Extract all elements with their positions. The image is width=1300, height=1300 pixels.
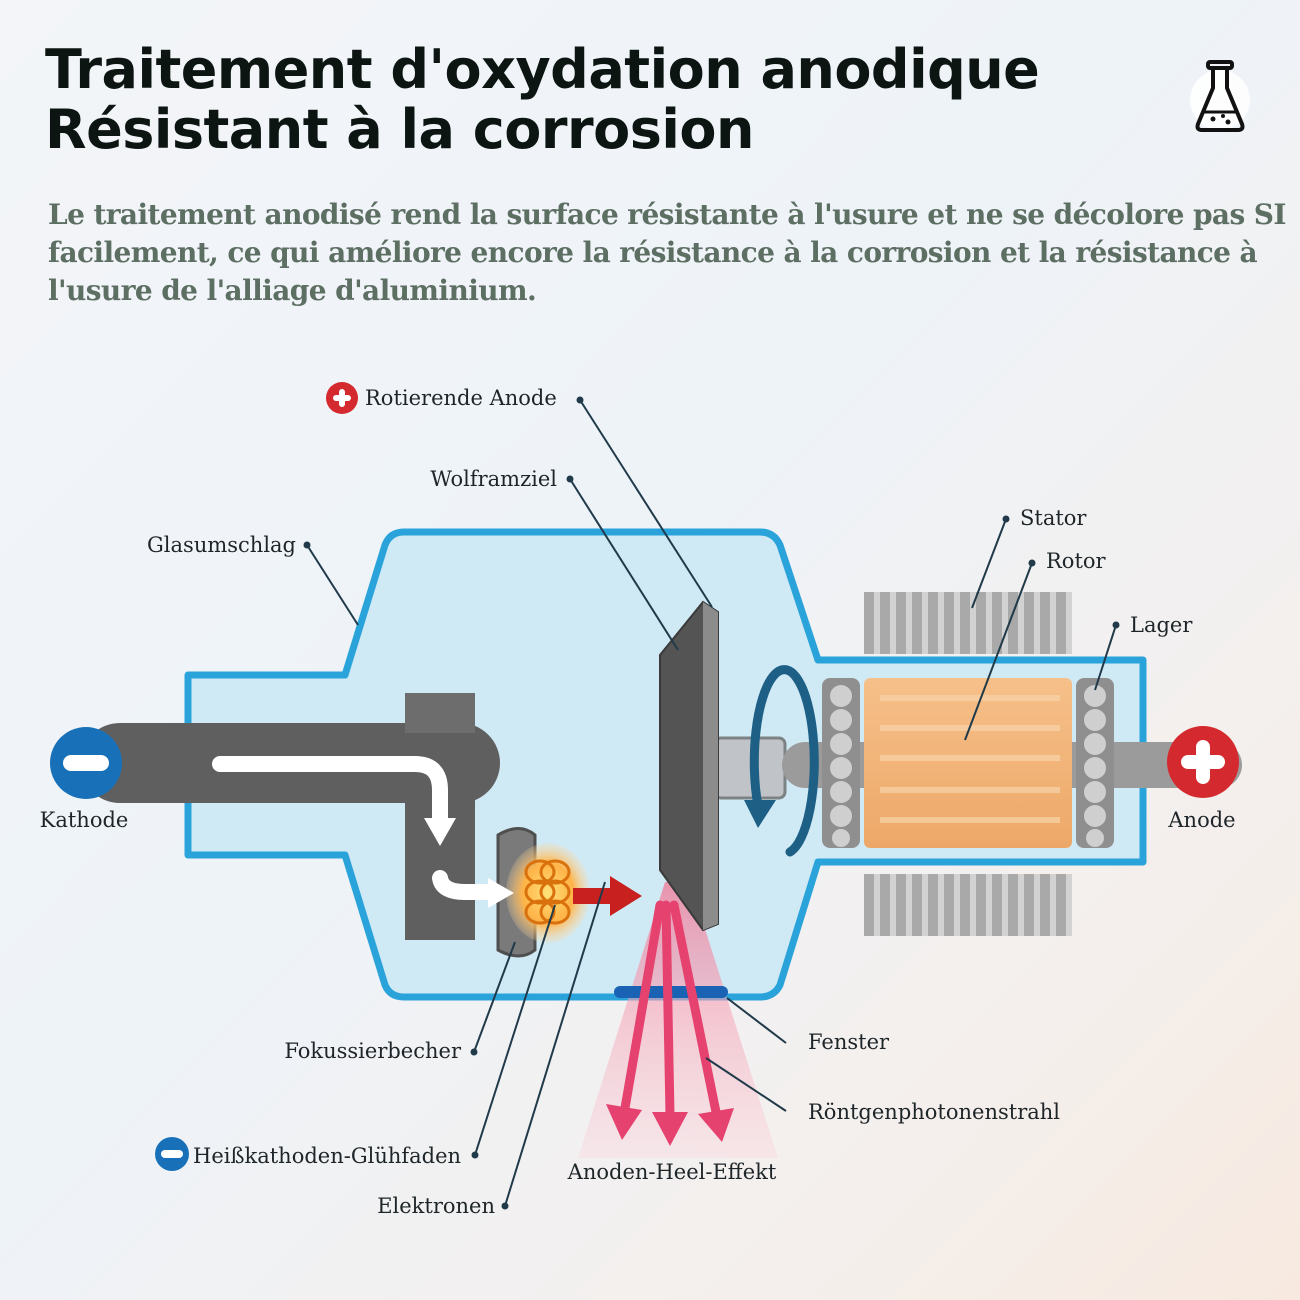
bearing-right bbox=[1076, 678, 1114, 848]
anode-positive-icon bbox=[1167, 726, 1239, 798]
page-title: Traitement d'oxydation anodique Résistan… bbox=[45, 38, 1040, 161]
label-stator: Stator bbox=[1020, 506, 1087, 530]
stator-top bbox=[864, 592, 1072, 654]
label-fenster: Fenster bbox=[808, 1030, 890, 1054]
cathode-negative-icon bbox=[50, 727, 122, 799]
label-anoden-heel: Anoden-Heel-Effekt bbox=[567, 1160, 777, 1184]
label-lager: Lager bbox=[1130, 613, 1193, 637]
label-rotierende-anode: Rotierende Anode bbox=[365, 386, 557, 410]
stator-bottom bbox=[864, 874, 1072, 936]
leader-lines bbox=[306, 399, 1117, 1207]
label-elektronen: Elektronen bbox=[377, 1194, 495, 1218]
electron-beam-arrow bbox=[573, 876, 642, 916]
subtitle: Le traitement anodisé rend la surface ré… bbox=[48, 198, 1287, 307]
label-anode: Anode bbox=[1167, 808, 1235, 832]
flask-icon bbox=[1190, 60, 1250, 132]
label-fokussierbecher: Fokussierbecher bbox=[284, 1039, 462, 1063]
label-rotor: Rotor bbox=[1046, 549, 1107, 573]
title-line-2: Résistant à la corrosion bbox=[45, 98, 754, 161]
leader-dots bbox=[303, 396, 1120, 1210]
bearing-left bbox=[822, 678, 860, 848]
rotation-arrow bbox=[744, 665, 819, 857]
filament-coil bbox=[524, 859, 571, 925]
label-kathode: Kathode bbox=[40, 808, 129, 832]
label-roentgenphotonenstrahl: Röntgenphotonenstrahl bbox=[808, 1100, 1060, 1124]
label-heisskathoden: Heißkathoden-Glühfaden bbox=[193, 1144, 461, 1168]
title-line-1: Traitement d'oxydation anodique bbox=[45, 38, 1040, 101]
rotating-anode-plus-icon bbox=[326, 382, 358, 414]
rotor bbox=[864, 678, 1072, 848]
filament-minus-icon bbox=[155, 1137, 189, 1171]
label-wolframziel: Wolframziel bbox=[430, 467, 557, 491]
electron-path-arrow bbox=[212, 756, 498, 900]
label-glasumschlag: Glasumschlag bbox=[147, 533, 296, 557]
x-ray-photon-arrows bbox=[620, 900, 721, 1120]
